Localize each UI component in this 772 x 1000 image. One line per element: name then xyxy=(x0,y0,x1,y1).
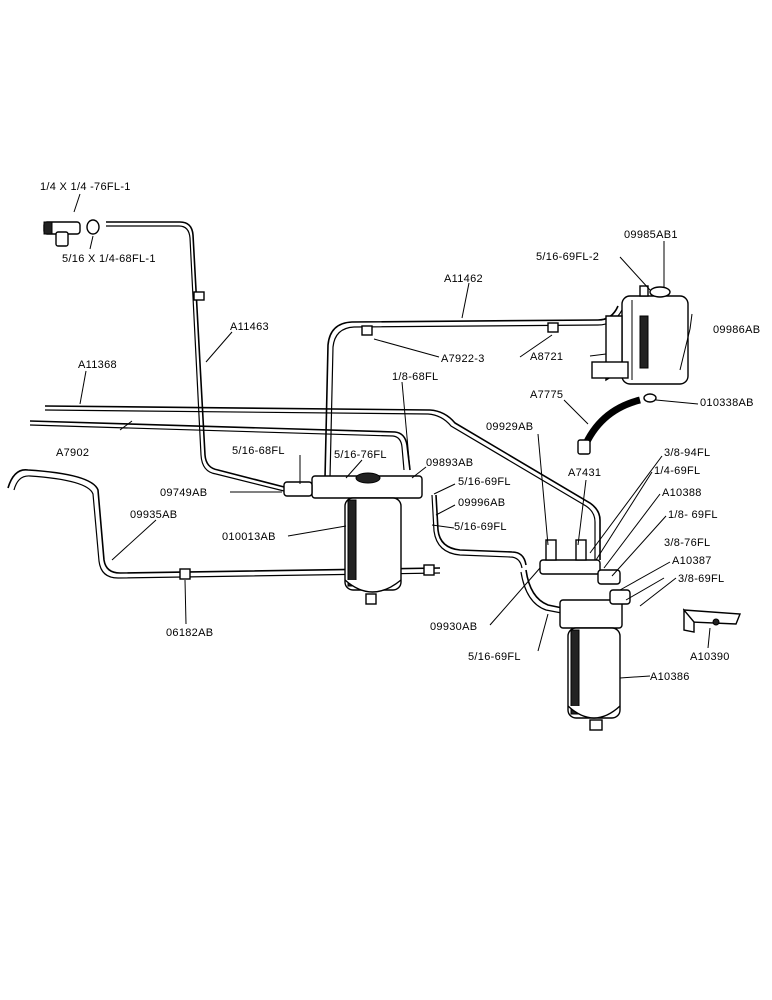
label-a7431: A7431 xyxy=(568,467,601,479)
label-09986ab: 09986AB xyxy=(713,324,760,336)
label-09749ab: 09749AB xyxy=(160,487,207,499)
label-06182ab: 06182AB xyxy=(166,627,213,639)
label-5-16-76fl: 5/16-76FL xyxy=(334,449,387,461)
label-elbow-fitting: 5/16 X 1/4-68FL-1 xyxy=(62,253,156,265)
hose-a7775 xyxy=(580,396,641,450)
label-a7902: A7902 xyxy=(56,447,89,459)
label-3-8-69fl: 3/8-69FL xyxy=(678,573,724,585)
tube-clip xyxy=(193,291,205,301)
bracket-a10390 xyxy=(682,608,742,633)
label-1-8-69fl: 1/8- 69FL xyxy=(668,509,718,521)
label-a7775: A7775 xyxy=(530,389,563,401)
tube-lower-feed xyxy=(525,569,573,611)
label-a7922-3: A7922-3 xyxy=(441,353,485,365)
hose-end-fitting xyxy=(577,439,591,455)
label-09893ab: 09893AB xyxy=(426,457,473,469)
tube-a11463 xyxy=(106,221,289,489)
label-a11462: A11462 xyxy=(444,273,483,285)
filter-a10386 xyxy=(539,539,631,731)
label-5-16-69fl-b: 5/16-69FL xyxy=(454,521,507,533)
label-a10386: A10386 xyxy=(650,671,690,683)
label-3-8-94fl: 3/8-94FL xyxy=(664,447,710,459)
label-09996ab: 09996AB xyxy=(458,497,505,509)
label-5-16-69fl-c: 5/16-69FL xyxy=(468,651,521,663)
pipes xyxy=(7,221,623,616)
label-5-16-68fl: 5/16-68FL xyxy=(232,445,285,457)
label-a11368: A11368 xyxy=(78,359,117,371)
label-a8721: A8721 xyxy=(530,351,563,363)
line-a7902 xyxy=(29,420,411,471)
tee-fitting-part xyxy=(43,219,100,247)
label-09935ab: 09935AB xyxy=(130,509,177,521)
label-5-16-69fl-a: 5/16-69FL xyxy=(458,476,511,488)
label-09985ab1: 09985AB1 xyxy=(624,229,678,241)
label-010013ab: 010013AB xyxy=(222,531,276,543)
label-a10387: A10387 xyxy=(672,555,712,567)
label-1-4-69fl: 1/4-69FL xyxy=(654,465,700,477)
tube-filter-link xyxy=(435,494,527,566)
label-1-8-68fl: 1/8-68FL xyxy=(392,371,438,383)
tube-clip-a7922-left xyxy=(361,325,373,336)
tube-a11462 xyxy=(324,305,619,479)
tube-09935ab xyxy=(7,469,441,574)
leader-lines xyxy=(73,193,711,679)
filter-010013ab xyxy=(283,472,423,605)
label-a11463: A11463 xyxy=(230,321,269,333)
label-010338ab: 010338AB xyxy=(700,397,754,409)
line-a11368 xyxy=(44,405,601,560)
label-a10388: A10388 xyxy=(662,487,702,499)
tube-clip-06182ab xyxy=(179,568,191,580)
label-a10390: A10390 xyxy=(690,651,730,663)
label-tee-fitting: 1/4 X 1/4 -76FL-1 xyxy=(40,181,131,193)
tube-clip-a7922-right xyxy=(547,322,559,333)
label-09929ab: 09929AB xyxy=(486,421,533,433)
label-09930ab: 09930AB xyxy=(430,621,477,633)
filter-09986ab xyxy=(591,285,689,403)
label-5-16-69fl-2: 5/16-69FL-2 xyxy=(536,251,599,263)
tube-clip xyxy=(423,564,435,576)
label-3-8-76fl: 3/8-76FL xyxy=(664,537,710,549)
part-labels: 1/4 X 1/4 -76FL-1 5/16 X 1/4-68FL-1 A114… xyxy=(40,181,760,683)
